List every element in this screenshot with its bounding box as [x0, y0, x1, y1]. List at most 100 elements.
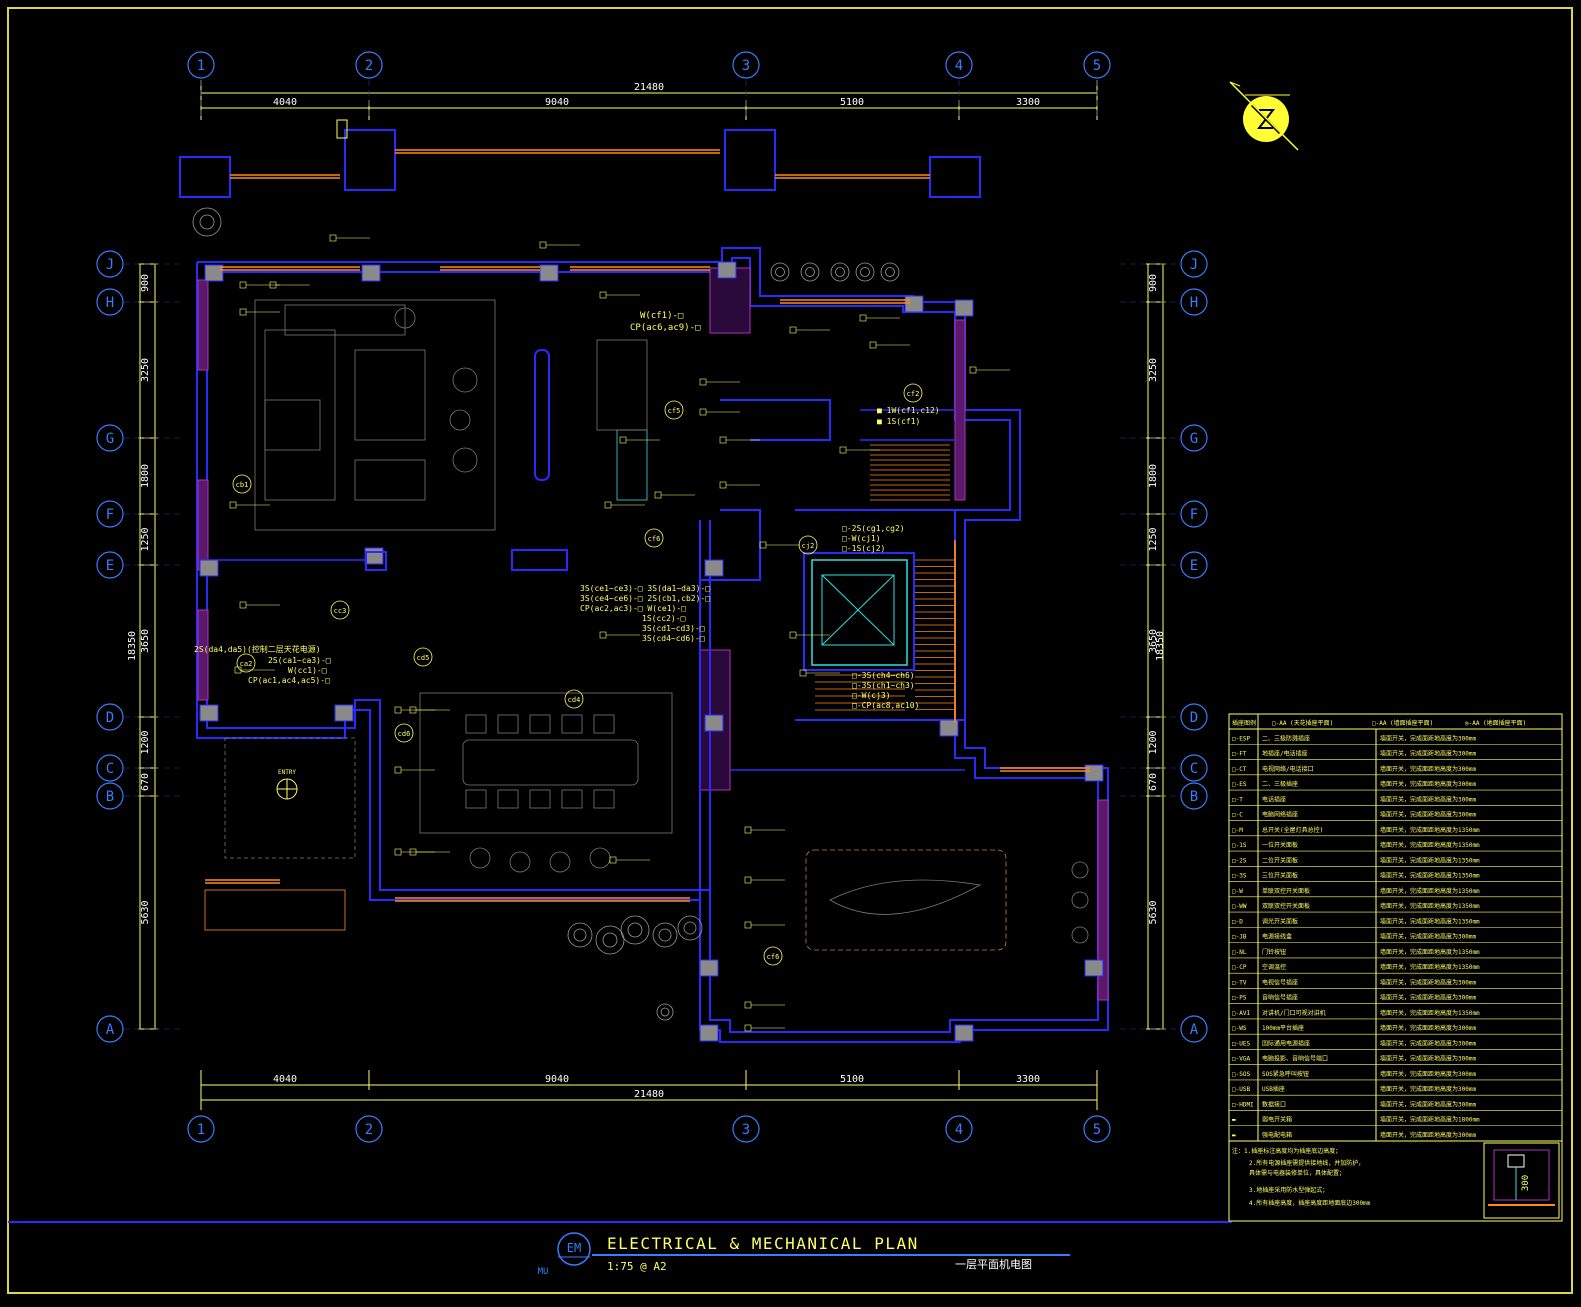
device-box: [229, 501, 237, 509]
legend-desc: 墙面开关，完成面距地高度为1350mm: [1380, 963, 1480, 971]
legend-code: □-VGA: [1232, 1056, 1250, 1063]
device-box: [619, 436, 627, 444]
device-box: [539, 241, 547, 249]
note-w-cj1: □-W(cj1): [842, 534, 881, 543]
grid-bubble-row-E: E: [96, 551, 124, 579]
legend-desc: 墙面开关，完成面距地高度为1350mm: [1380, 917, 1480, 925]
note-3s-ch4: □-3S(ch4~ch6): [852, 671, 915, 680]
legend-name: 三位开关面板: [1262, 872, 1298, 880]
legend-note: 4.所有插座高度，插座高度距地面底边300mm: [1249, 1199, 1371, 1207]
dim-vertical-seg-6: 1200: [1148, 730, 1159, 754]
legend-code: □-3S: [1232, 873, 1247, 880]
dim-bottom-seg-2: 9040: [545, 1074, 569, 1085]
legend-name: 单联双控开关面板: [1262, 887, 1310, 895]
note-2s-da4: 2S(da4,da5)(控制二层天花电源): [194, 644, 321, 654]
legend-desc: 墙面开关，完成面距地高度为300mm: [1380, 734, 1476, 742]
circuit-tag: cj2: [798, 535, 818, 555]
dim-vertical-seg-7: 670: [140, 773, 151, 791]
grid-row-label: C: [1190, 761, 1198, 777]
drawing-title: ELECTRICAL & MECHANICAL PLAN: [607, 1234, 919, 1253]
circuit-tag-label: cj2: [802, 542, 815, 550]
legend-desc: 墙面开关，完成面距地高度为300mm: [1380, 765, 1476, 773]
grid-lines: [124, 80, 1180, 1030]
circuit-tag-label: cf2: [907, 390, 920, 398]
legend-desc: 墙面开关，完成面距地高度为1350mm: [1380, 872, 1480, 880]
legend-desc: 墙面开关，完成面距地高度为300mm: [1380, 1131, 1476, 1139]
legend-header-2: □-AA (天花插座平面): [1272, 719, 1333, 727]
legend-desc: 墙面开关，完成面距地高度为1350mm: [1380, 1009, 1480, 1017]
column: [717, 261, 737, 279]
legend-desc: 墙面开关，完成面距地高度为300mm: [1380, 978, 1476, 986]
device-box: [394, 766, 402, 774]
device-box: [859, 314, 867, 322]
circuit-tag: cf6: [644, 528, 664, 548]
note-1s-cc2: 1S(cc2)-□: [642, 614, 686, 623]
legend-name: 音响信号插座: [1262, 994, 1298, 1002]
legend-header-4: ◎-AA (地面插座平面): [1465, 719, 1526, 727]
circuit-tag-label: cd5: [417, 654, 430, 662]
device-box: [744, 1024, 752, 1032]
device-box: [394, 706, 402, 714]
legend-code: □-USB: [1232, 1086, 1250, 1093]
legend-desc: 墙面开关，完成面距地高度为1350mm: [1380, 948, 1480, 956]
circuit-tag-label: cf6: [648, 535, 661, 543]
legend-code: □-D: [1232, 918, 1243, 925]
legend-name: 二、三极防溅插座: [1262, 734, 1310, 742]
note-2s-ca1: 2S(ca1~ca3)-□: [268, 656, 331, 665]
circuit-notes: W(cf1)-□ CP(ac6,ac9)-□ ■ 1W(cf1,c12) ■ 1…: [194, 311, 940, 710]
column: [904, 295, 924, 313]
legend-code: □-JB: [1232, 934, 1247, 941]
legend-note: 注：1.插座标注高度均为插座底边高度；: [1232, 1147, 1341, 1155]
legend-code: ▬: [1232, 1117, 1236, 1124]
plant: [595, 925, 625, 955]
dim-vertical-seg-3: 1800: [140, 464, 151, 488]
dim-bottom-total: 21480: [634, 1089, 664, 1100]
grid-row-label: E: [106, 558, 114, 574]
note-3s-ce1: 3S(ce1~ce3)-□ 3S(da1~da3)-□: [580, 584, 710, 593]
device-box: [699, 378, 707, 386]
legend-code: □-T: [1232, 796, 1243, 803]
legend-header-1: 插座图例: [1232, 719, 1256, 727]
dim-vertical-seg-4: 1250: [140, 527, 151, 551]
note-1s: ■ 1S(cf1): [877, 417, 920, 426]
note-3s-ce4: 3S(ce4~ce6)-□ 2S(cb1,cb2)-□: [580, 594, 710, 603]
legend-code: □-W: [1232, 888, 1243, 895]
note-cp-ac8: □-CP(ac8,ac10): [852, 701, 919, 710]
circuit-tag-label: cb1: [236, 481, 249, 489]
column: [204, 264, 224, 282]
dim-bottom-seg-3: 5100: [840, 1074, 864, 1085]
device-box: [599, 291, 607, 299]
dim-vertical-seg-5: 3650: [140, 629, 151, 653]
legend-name: 电源接线盒: [1262, 933, 1292, 941]
plant: [677, 915, 703, 941]
grid-bubble-row-G: G: [1180, 424, 1208, 452]
legend-code: □-AVI: [1232, 1010, 1250, 1017]
drawing-scale: 1:75 @ A2: [607, 1260, 667, 1273]
device-box: [744, 826, 752, 834]
legend-code: □-UES: [1232, 1040, 1250, 1047]
legend-name: 电脑投影、音响信号端口: [1262, 1055, 1328, 1063]
legend-code: □-TV: [1232, 979, 1247, 986]
note-2s-cg1: □-2S(cg1,cg2): [842, 524, 905, 533]
bottom-dimension-chain: [200, 1070, 1098, 1110]
legend-name: 100mm平台插座: [1262, 1024, 1304, 1032]
column: [1084, 764, 1104, 782]
legend-code: □-SOS: [1232, 1071, 1250, 1078]
plant-core: [775, 267, 785, 277]
grid-bubble-row-A: A: [96, 1015, 124, 1043]
device-box: [789, 326, 797, 334]
dim-top-seg-1: 4040: [273, 97, 297, 108]
legend-code: □-ESP: [1232, 735, 1250, 742]
structural-columns: [199, 261, 1104, 1042]
legend-code: □-PS: [1232, 995, 1247, 1002]
windows: [205, 149, 1090, 902]
legend-code: □-1S: [1232, 842, 1247, 849]
note-3s-cd1: 3S(cd1~cd3)-□: [642, 624, 705, 633]
plant-core: [602, 932, 618, 948]
dim-vertical-seg-1: 900: [1148, 274, 1159, 292]
plant-core: [885, 267, 895, 277]
grid-bubble-row-B: B: [96, 782, 124, 810]
dim-right-total: 18350: [1155, 631, 1166, 661]
grid-row-label: F: [1190, 507, 1198, 523]
